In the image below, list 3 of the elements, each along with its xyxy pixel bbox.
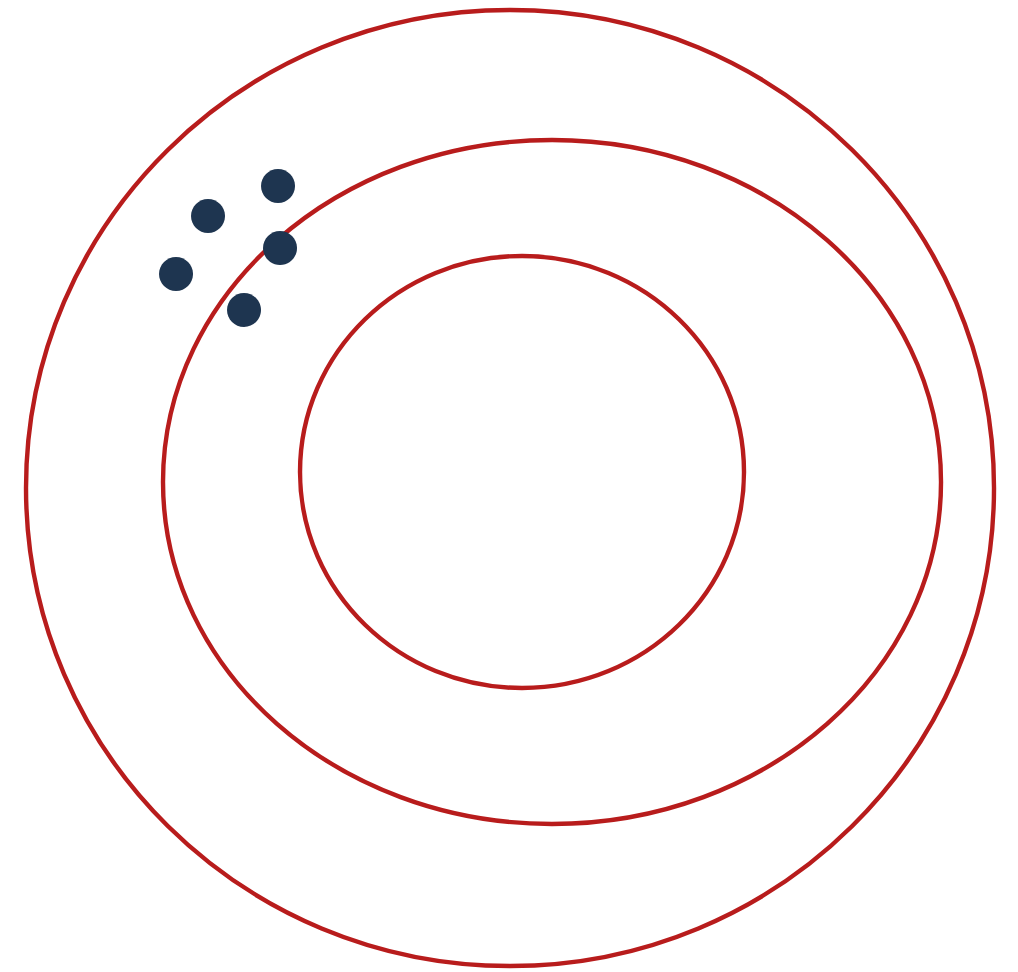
target-ring [23,7,997,969]
target-ring [160,137,944,827]
target-ring [297,253,747,691]
